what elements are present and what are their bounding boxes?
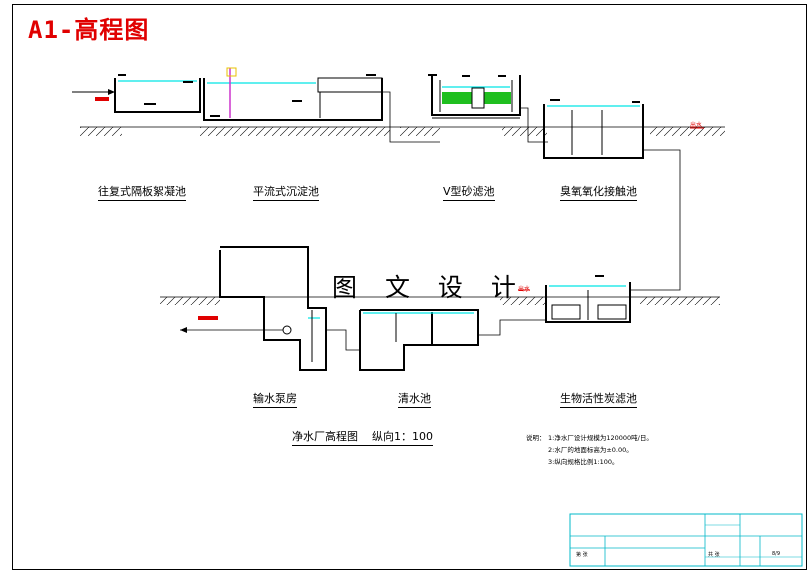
flocculation-tank — [114, 74, 201, 113]
ozone-tank — [543, 99, 704, 291]
ground-top — [80, 126, 725, 136]
sedimentation-tank — [203, 67, 440, 143]
label-clear-well: 清水池 — [398, 390, 431, 408]
drawing-title: 净水厂高程图 纵向1：100 — [292, 428, 433, 446]
title-block-sheet-total: 共 张 — [708, 552, 720, 558]
level-marker — [95, 97, 109, 101]
pipe-tag-mid: 出水 — [518, 286, 531, 293]
note-item: 2:水厂的地面标高为±0.00。 — [548, 446, 633, 454]
pump-house — [180, 246, 360, 371]
note-item: 3:纵向规格比例1:100。 — [548, 458, 619, 466]
label-sedimentation: 平流式沉淀池 — [253, 183, 319, 201]
drawing-frame — [12, 4, 807, 570]
pipe-tag-top: 出水 — [690, 122, 703, 129]
drawing-scale: 纵向1：100 — [372, 430, 433, 443]
label-v-filter: V型砂滤池 — [443, 183, 495, 201]
notes: 说明： 1:净水厂设计规模为120000吨/日。 2:水厂的地面标高为±0.00… — [526, 432, 653, 468]
title-block-page: 8/9 — [772, 551, 781, 557]
title-block-sheet-no: 第 张 — [576, 552, 588, 558]
label-flocculation: 往复式隔板絮凝池 — [98, 183, 186, 201]
notes-heading: 说明： — [526, 434, 546, 442]
v-filter — [428, 74, 548, 143]
label-bac: 生物活性炭滤池 — [560, 390, 637, 408]
note-item: 1:净水厂设计规模为120000吨/日。 — [548, 434, 653, 442]
clear-well — [359, 309, 546, 371]
bac-filter — [518, 275, 631, 323]
label-ozone: 臭氧氧化接触池 — [560, 183, 637, 201]
drawing-title-text: 净水厂高程图 — [292, 430, 358, 443]
watermark: 图 文 设 计 — [332, 273, 526, 302]
label-pump-house: 输水泵房 — [253, 390, 297, 408]
level-marker — [198, 316, 218, 320]
sheet-title: A1-高程图 — [28, 16, 150, 44]
title-block — [569, 513, 803, 567]
raw-water-inlet — [72, 89, 115, 101]
